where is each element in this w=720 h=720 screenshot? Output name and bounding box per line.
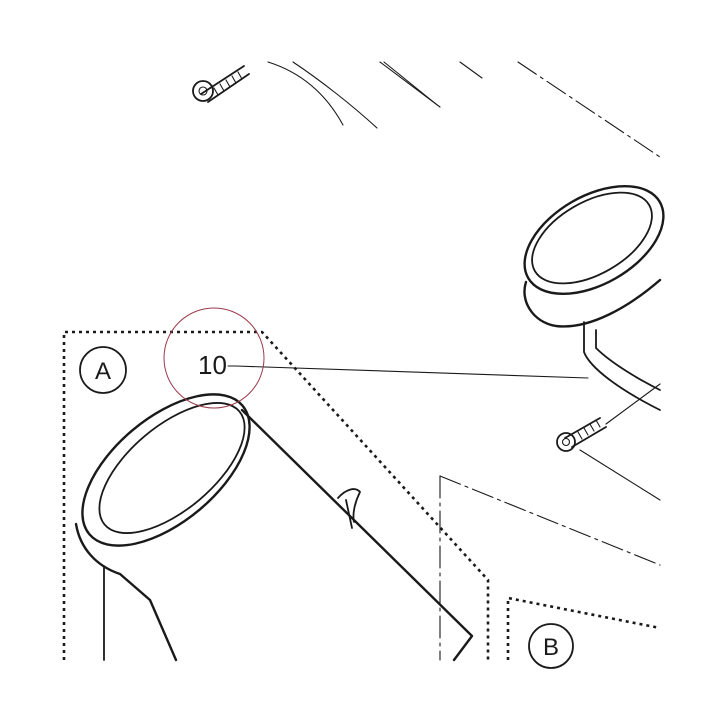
screw-top-left bbox=[192, 65, 250, 103]
callout-highlight-circle bbox=[163, 307, 265, 409]
detail-b-badge: B bbox=[528, 623, 574, 669]
detail-b-label: B bbox=[543, 634, 559, 661]
detail-a-label: A bbox=[95, 358, 111, 385]
detail-b-boundary bbox=[506, 596, 661, 660]
pipe-main bbox=[74, 393, 474, 662]
detail-a-boundary bbox=[62, 330, 490, 660]
top-partial-lines bbox=[267, 61, 661, 158]
pipe-ring-right bbox=[523, 184, 665, 411]
detail-a-badge: A bbox=[79, 346, 127, 394]
screw-right bbox=[556, 383, 661, 501]
callout-number-label: 10 bbox=[198, 350, 227, 380]
callout-leader-line bbox=[235, 365, 589, 379]
center-lines bbox=[439, 475, 661, 661]
